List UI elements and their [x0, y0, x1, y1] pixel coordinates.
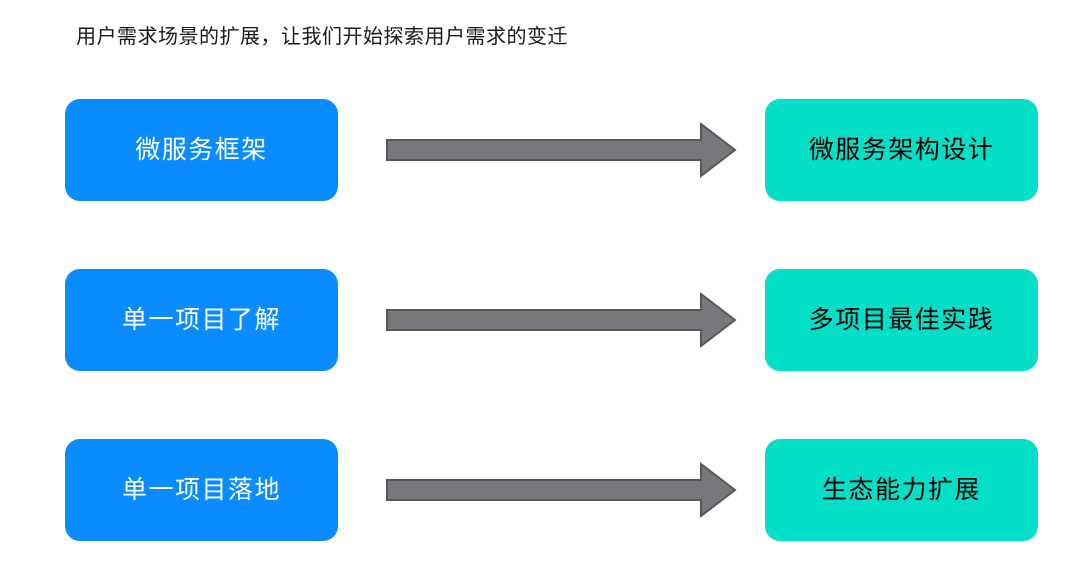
source-node-label: 微服务框架	[135, 136, 268, 164]
target-node-3[interactable]: 生态能力扩展	[765, 439, 1038, 541]
diagram-row: 单一项目了解 多项目最佳实践	[0, 269, 1080, 371]
source-node-label: 单一项目了解	[121, 306, 281, 334]
source-node-3[interactable]: 单一项目落地	[65, 439, 338, 541]
target-node-label: 多项目最佳实践	[808, 306, 995, 334]
diagram-row: 单一项目落地 生态能力扩展	[0, 439, 1080, 541]
right-block-arrow-icon	[386, 121, 737, 179]
source-node-1[interactable]: 微服务框架	[65, 99, 338, 201]
right-block-arrow-icon	[386, 461, 737, 519]
right-block-arrow-icon	[386, 291, 737, 349]
target-node-label: 微服务架构设计	[808, 136, 995, 164]
page-title: 用户需求场景的扩展，让我们开始探索用户需求的变迁	[76, 26, 568, 48]
target-node-2[interactable]: 多项目最佳实践	[765, 269, 1038, 371]
target-node-label: 生态能力扩展	[821, 476, 981, 504]
target-node-1[interactable]: 微服务架构设计	[765, 99, 1038, 201]
source-node-label: 单一项目落地	[121, 476, 281, 504]
diagram-row: 微服务框架 微服务架构设计	[0, 99, 1080, 201]
source-node-2[interactable]: 单一项目了解	[65, 269, 338, 371]
